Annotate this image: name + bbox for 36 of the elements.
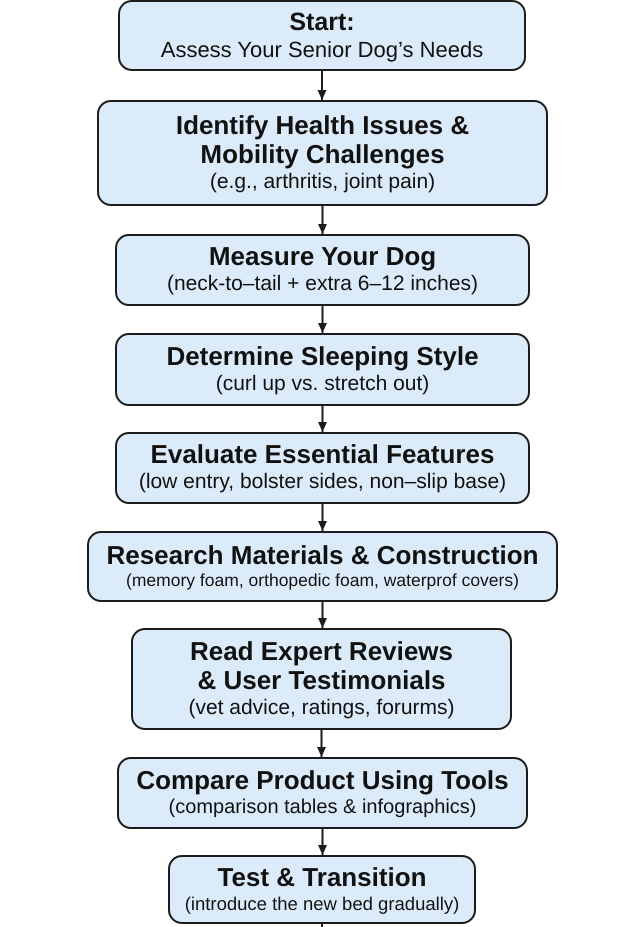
step-heading: Measure Your Dog xyxy=(208,242,436,272)
process-box xyxy=(97,100,548,206)
process-box xyxy=(131,628,512,730)
step-heading: Test & Transition xyxy=(218,863,426,892)
step-description: (vet advice, ratings, forurms) xyxy=(188,694,455,721)
step-heading: Determine Sleeping Style xyxy=(166,342,479,371)
process-box xyxy=(115,432,530,504)
step-heading: Research Materials & Construction xyxy=(106,541,538,570)
step-description: (curl up vs. stretch out) xyxy=(216,370,430,397)
arrow xyxy=(318,602,327,628)
step-heading: Start: xyxy=(289,8,355,36)
arrow xyxy=(317,730,326,757)
step-heading: Evaluate Essential Features xyxy=(150,440,494,470)
step-description: (introduce the new bed gradually) xyxy=(184,892,460,916)
start-box xyxy=(118,0,526,71)
step-heading: Compare Product Using Tools xyxy=(136,766,509,796)
step-heading: Identify Health Issues & Mobility Challenges xyxy=(174,110,470,169)
process-box xyxy=(87,531,558,602)
arrow xyxy=(318,504,327,531)
step-description: Assess Your Senior Dog’s Needs xyxy=(160,36,484,64)
step-description: (low entry, bolster sides, non–slip base) xyxy=(138,469,506,496)
arrow xyxy=(318,406,327,432)
connector-line xyxy=(321,924,323,927)
process-box xyxy=(168,855,476,924)
step-description: (comparison tables & infographics) xyxy=(168,795,476,820)
process-box xyxy=(117,757,528,829)
step-description: (neck-to–tail + extra 6–12 inches) xyxy=(166,271,478,298)
step-description: (memory foam, orthopedic foam, waterprof covers) xyxy=(126,570,519,592)
process-box xyxy=(115,333,530,406)
step-heading: Read Expert Reviews & User Testimonials xyxy=(188,636,454,695)
process-box xyxy=(115,234,530,306)
arrow xyxy=(318,206,327,234)
arrow xyxy=(318,306,327,333)
step-description: (e.g., arthritis, joint pain) xyxy=(210,168,436,195)
arrow xyxy=(318,71,326,100)
arrow xyxy=(318,829,327,855)
